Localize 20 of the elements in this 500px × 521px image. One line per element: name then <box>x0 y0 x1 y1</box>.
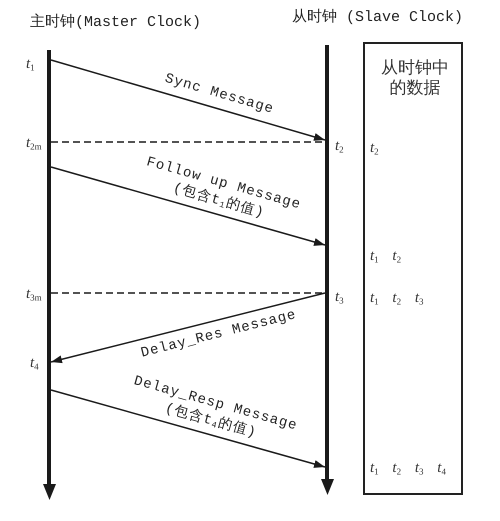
arrow <box>50 389 326 468</box>
column-heading: 主时钟(Master Clock) <box>30 14 202 32</box>
time-values: t$_{1}$ t$_{2}$ <box>370 248 402 264</box>
time-label: t$_{4}$ <box>30 355 39 372</box>
arrow <box>50 166 326 246</box>
time-label: t$_{3}$ <box>335 289 344 306</box>
panel-heading: 从时钟中的数据 <box>380 58 450 99</box>
arrow <box>50 292 326 364</box>
column-heading: 从时钟 (Slave Clock) <box>292 9 464 27</box>
time-values: t$_{1}$ t$_{2}$ t$_{3}$ t$_{4}$ <box>370 460 446 476</box>
time-label: t$_{1}$ <box>26 56 35 72</box>
dashed-line <box>51 141 325 143</box>
time-values: t$_{1}$ t$_{2}$ t$_{3}$ <box>370 290 424 306</box>
data-panel <box>363 42 463 495</box>
time-values: t$_{2}$ <box>370 140 379 156</box>
time-label: t$_{2}$ <box>335 138 344 154</box>
time-label: t$_{2m}$ <box>26 135 42 152</box>
time-label: t$_{3m}$ <box>26 286 42 302</box>
dashed-line <box>51 292 325 294</box>
arrow <box>50 59 326 141</box>
